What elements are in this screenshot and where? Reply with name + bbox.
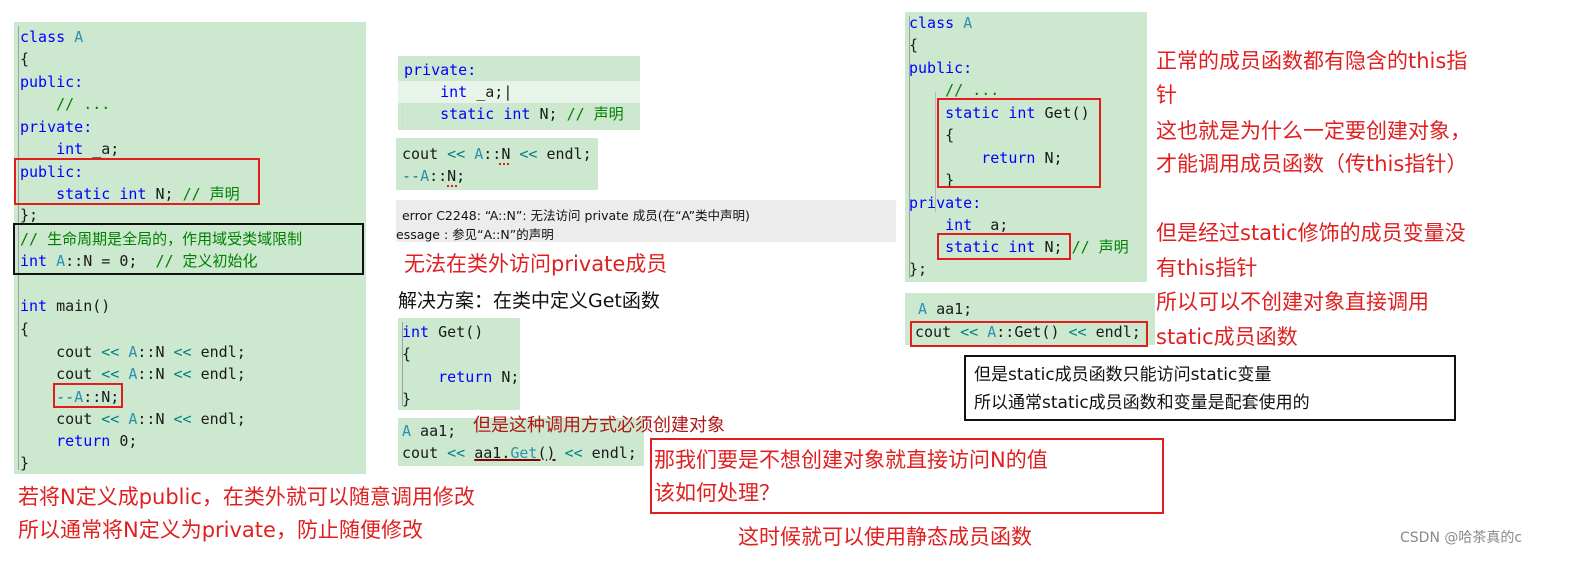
code-line: static int N; // 声明 bbox=[945, 238, 1129, 256]
error-line-2: essage : 参见“A::N”的声明 bbox=[396, 227, 554, 242]
note-only-static-1: 但是static成员函数只能访问static变量 bbox=[974, 365, 1272, 385]
highlight-definition-box bbox=[13, 223, 364, 275]
note-static-1: 但是经过static修饰的成员变量没 bbox=[1156, 221, 1466, 245]
highlight-public-static-box bbox=[14, 158, 260, 205]
code-line: } bbox=[20, 454, 30, 472]
note-this-4: 才能调用成员函数（传this指针） bbox=[1156, 152, 1468, 176]
code-line: { bbox=[909, 126, 955, 144]
code-line: private: bbox=[909, 194, 982, 212]
compiler-error-panel: error C2248: “A::N”: 无法访问 private 成员(在“A… bbox=[396, 200, 896, 242]
code-line: int _a; bbox=[945, 216, 1009, 234]
note-question-1: 那我们要是不想创建对象就直接访问N的值 bbox=[654, 448, 1048, 472]
code-line: // ... bbox=[20, 95, 111, 113]
code-line: int Get() bbox=[402, 323, 484, 341]
code-line: { bbox=[20, 320, 30, 338]
code-line: { bbox=[402, 345, 412, 363]
code-line: cout << aa1.Get() << endl; bbox=[402, 444, 637, 462]
code-line: int A::N = 0; // 定义初始化 bbox=[20, 252, 258, 270]
code-line: return N; bbox=[438, 368, 520, 386]
code-line: // ... bbox=[909, 81, 1000, 99]
code-panel-static-call: A aa1; cout << A::Get() << endl; bbox=[905, 293, 1155, 345]
code-line: { bbox=[909, 36, 919, 54]
note-solution: 解决方案：在类中定义Get函数 bbox=[398, 290, 660, 312]
code-line: class A bbox=[20, 28, 84, 46]
code-panel-private: private: int _a;| static int N; // 声明 bbox=[398, 56, 640, 130]
note-only-static-2: 所以通常static成员函数和变量是配套使用的 bbox=[974, 393, 1310, 413]
code-line: } bbox=[909, 171, 955, 189]
highlight-static-n-box bbox=[937, 233, 1071, 260]
note-no-access: 无法在类外访问private成员 bbox=[404, 252, 668, 276]
code-line: return N; bbox=[981, 149, 1063, 167]
code-line: cout << A::N << endl; bbox=[20, 365, 246, 383]
csdn-watermark: CSDN @哈茶真的c bbox=[1400, 530, 1523, 546]
note-this-3: 这也就是为什么一定要创建对象， bbox=[1156, 119, 1471, 143]
code-line: public: bbox=[909, 59, 973, 77]
note-this-2: 针 bbox=[1156, 83, 1177, 107]
code-line: --A::N; bbox=[56, 388, 120, 406]
code-line: private: bbox=[20, 118, 93, 136]
code-line: static int Get() bbox=[945, 104, 1090, 122]
code-line: }; bbox=[20, 206, 39, 224]
code-line: public: bbox=[20, 73, 84, 91]
code-line: class A bbox=[909, 14, 973, 32]
question-box bbox=[650, 438, 1164, 514]
highlight-static-call-box bbox=[910, 321, 1148, 347]
code-line: cout << A::N << endl; bbox=[402, 145, 592, 163]
code-line: A aa1; bbox=[402, 422, 457, 440]
note-static-2: 有this指针 bbox=[1156, 256, 1258, 280]
code-line: --A::N; bbox=[402, 167, 466, 185]
code-line: A aa1; bbox=[918, 300, 973, 318]
note-public-modify-1: 若将N定义成public，在类外就可以随意调用修改 bbox=[18, 485, 475, 509]
code-line: return 0; bbox=[56, 432, 138, 450]
code-panel-outside-access: cout << A::N << endl; --A::N; bbox=[396, 138, 598, 190]
code-line: int _a;| bbox=[440, 83, 513, 101]
code-panel-static-class: class A { public: // ... static int Get(… bbox=[905, 12, 1147, 282]
code-line: { bbox=[20, 50, 30, 68]
note-must-create: 但是这种调用方式必须创建对象 bbox=[473, 415, 725, 436]
code-panel-main: class A { public: // ... private: int _a… bbox=[14, 22, 366, 474]
code-line: static int N; // 声明 bbox=[440, 105, 624, 123]
code-line: cout << A::N << endl; bbox=[20, 343, 246, 361]
code-line: public: bbox=[20, 163, 84, 181]
note-static-3: 所以可以不创建对象直接调用 bbox=[1156, 290, 1429, 314]
code-line: } bbox=[402, 390, 412, 408]
note-use-static: 这时候就可以使用静态成员函数 bbox=[738, 525, 1032, 549]
note-question-2: 该如何处理？ bbox=[654, 481, 780, 505]
note-public-modify-2: 所以通常将N定义为private，防止随便修改 bbox=[18, 518, 423, 542]
code-line: int _a; bbox=[56, 140, 120, 158]
error-line-1: error C2248: “A::N”: 无法访问 private 成员(在“A… bbox=[398, 208, 750, 223]
code-line: }; bbox=[909, 260, 928, 278]
code-line: private: bbox=[404, 61, 477, 79]
code-panel-get-function: int Get() { return N; } bbox=[398, 318, 520, 410]
only-static-box bbox=[964, 355, 1456, 421]
highlight-decrement-box bbox=[53, 383, 123, 408]
code-panel-object-call: A aa1; cout << aa1.Get() << endl; bbox=[398, 418, 644, 466]
highlight-static-get-box bbox=[937, 98, 1101, 188]
code-line: cout << A::Get() << endl; bbox=[915, 323, 1141, 341]
note-this-1: 正常的成员函数都有隐含的this指 bbox=[1156, 49, 1468, 73]
code-line: // 生命周期是全局的，作用域受类域限制 bbox=[20, 230, 303, 248]
code-line: static int N; // 声明 bbox=[56, 185, 240, 203]
code-line: int main() bbox=[20, 297, 111, 315]
note-static-4: static成员函数 bbox=[1156, 325, 1298, 349]
code-line: cout << A::N << endl; bbox=[20, 410, 246, 428]
